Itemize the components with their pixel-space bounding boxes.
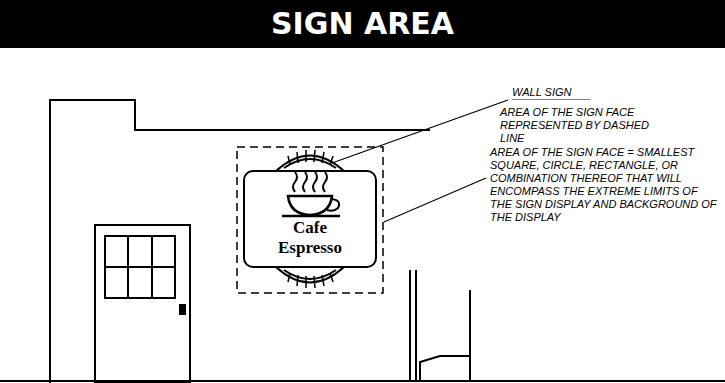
title-bar: SIGN AREA xyxy=(0,0,725,48)
post xyxy=(409,270,411,381)
callout-text: WALL SIGN xyxy=(512,86,612,99)
sign-ornament xyxy=(288,150,333,165)
planter xyxy=(420,356,470,381)
sign-ornament xyxy=(276,156,344,172)
post xyxy=(469,290,471,360)
sign-ornament xyxy=(276,267,344,283)
ground-line xyxy=(0,380,725,382)
coffee-cup xyxy=(288,196,332,215)
sign-area-dashed xyxy=(237,147,383,293)
sign-text: Cafe Espresso xyxy=(268,218,352,258)
sign-ornament xyxy=(284,159,336,168)
sign-ornament xyxy=(288,273,333,288)
post xyxy=(415,270,417,381)
steam xyxy=(293,172,327,192)
sign-face: Cafe Espresso xyxy=(243,170,377,268)
leader-line xyxy=(384,178,486,222)
sign-ornament xyxy=(284,270,336,279)
callout-text: AREA OF THE SIGN FACE REPRESENTED BY DAS… xyxy=(500,106,650,145)
cup-handle xyxy=(327,199,339,211)
door-knob xyxy=(180,305,185,314)
window-mullion xyxy=(105,266,175,268)
title: SIGN AREA xyxy=(0,0,725,48)
building-wall xyxy=(50,100,430,383)
callout-note: AREA OF THE SIGN FACE = SMALLEST SQUARE,… xyxy=(490,146,718,224)
leader-line xyxy=(332,100,508,163)
door-window xyxy=(105,236,175,298)
saucer xyxy=(282,215,340,218)
door xyxy=(95,225,190,383)
